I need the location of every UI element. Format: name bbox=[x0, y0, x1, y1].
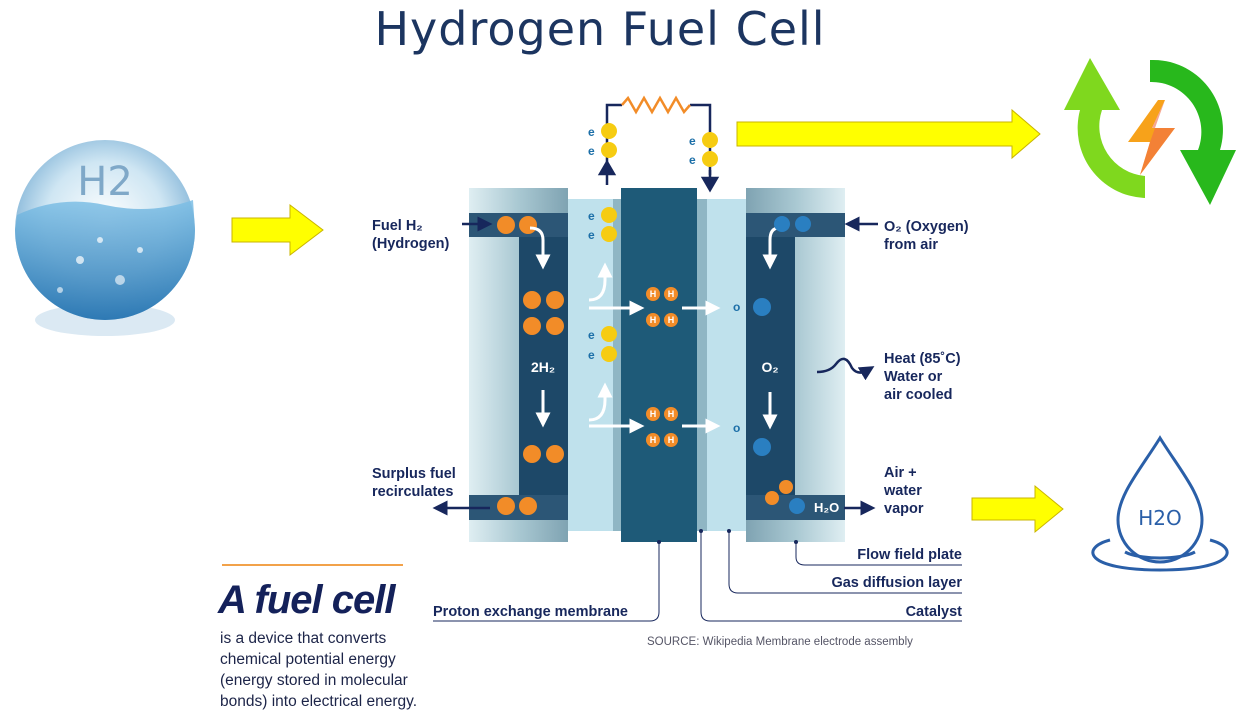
anode-label: 2H₂ bbox=[531, 359, 555, 375]
definition-text: is a device that converts chemical poten… bbox=[220, 628, 420, 712]
cathode-gas-diffusion-layer bbox=[707, 199, 746, 531]
leader-lines bbox=[433, 531, 962, 622]
source-note: SOURCE: Wikipedia Membrane electrode ass… bbox=[647, 636, 913, 648]
svg-text:e: e bbox=[588, 348, 595, 362]
definition-line: (energy stored in molecular bbox=[220, 672, 408, 689]
renewable-energy-icon bbox=[1064, 58, 1236, 205]
cathode-catalyst bbox=[697, 199, 707, 531]
arrow-right-icon bbox=[971, 484, 1064, 534]
svg-text:e: e bbox=[588, 328, 595, 342]
anode-catalyst bbox=[613, 199, 621, 531]
definition-line: bonds) into electrical energy. bbox=[220, 693, 418, 710]
electrons-anode: e e e e bbox=[588, 207, 617, 362]
catalyst-label: Catalyst bbox=[906, 604, 963, 620]
fuel-in-label: Fuel H₂(Hydrogen) bbox=[372, 218, 450, 252]
svg-text:o: o bbox=[733, 300, 740, 314]
io-arrows bbox=[432, 216, 878, 516]
svg-text:e: e bbox=[588, 209, 595, 223]
gas-diffusion-layer-label: Gas diffusion layer bbox=[831, 575, 962, 591]
arrow-right-icon bbox=[736, 108, 1041, 160]
water-drop-icon: H2O bbox=[1091, 435, 1229, 572]
flow-field-plate-label: Flow field plate bbox=[857, 547, 962, 563]
arrow-right-icon bbox=[231, 203, 324, 257]
pem-label: Proton exchange membrane bbox=[433, 604, 628, 620]
anode-flow-field-plate bbox=[469, 188, 568, 542]
svg-text:H: H bbox=[668, 409, 675, 419]
svg-text:H: H bbox=[650, 315, 657, 325]
proton-exchange-membrane bbox=[621, 188, 697, 542]
svg-text:H: H bbox=[650, 409, 657, 419]
definition-line: is a device that converts bbox=[220, 630, 387, 647]
svg-text:H: H bbox=[650, 435, 657, 445]
h2-bubble-label: H2 bbox=[77, 159, 133, 205]
svg-text:e: e bbox=[689, 134, 696, 148]
hydrogen-molecules bbox=[497, 216, 564, 515]
definition-line: chemical potential energy bbox=[220, 651, 396, 668]
svg-text:H: H bbox=[650, 289, 657, 299]
svg-text:e: e bbox=[588, 125, 595, 139]
anode-gas-diffusion-layer bbox=[568, 199, 613, 531]
svg-text:e: e bbox=[588, 228, 595, 242]
svg-text:o: o bbox=[733, 421, 740, 435]
oxygen-molecules: o o bbox=[733, 216, 811, 514]
resistor-icon bbox=[621, 95, 691, 115]
svg-text:H: H bbox=[668, 435, 675, 445]
external-circuit bbox=[597, 95, 720, 193]
water-out-label: H₂O bbox=[814, 500, 839, 515]
svg-text:H: H bbox=[668, 289, 675, 299]
electrons-external: e e e e bbox=[588, 123, 718, 167]
water-icon-label: H2O bbox=[1138, 506, 1182, 530]
svg-text:H: H bbox=[668, 315, 675, 325]
svg-text:e: e bbox=[689, 153, 696, 167]
definition-heading: A fuel cell bbox=[218, 578, 395, 622]
page-title: Hydrogen Fuel Cell bbox=[374, 2, 826, 56]
svg-text:e: e bbox=[588, 144, 595, 158]
hydrogen-bubble-icon: H2 bbox=[15, 140, 195, 336]
cathode-label: O₂ bbox=[761, 359, 778, 375]
protons: H H H H H H H H bbox=[646, 287, 678, 447]
oxygen-in-label: O₂ (Oxygen)from air bbox=[884, 219, 969, 253]
